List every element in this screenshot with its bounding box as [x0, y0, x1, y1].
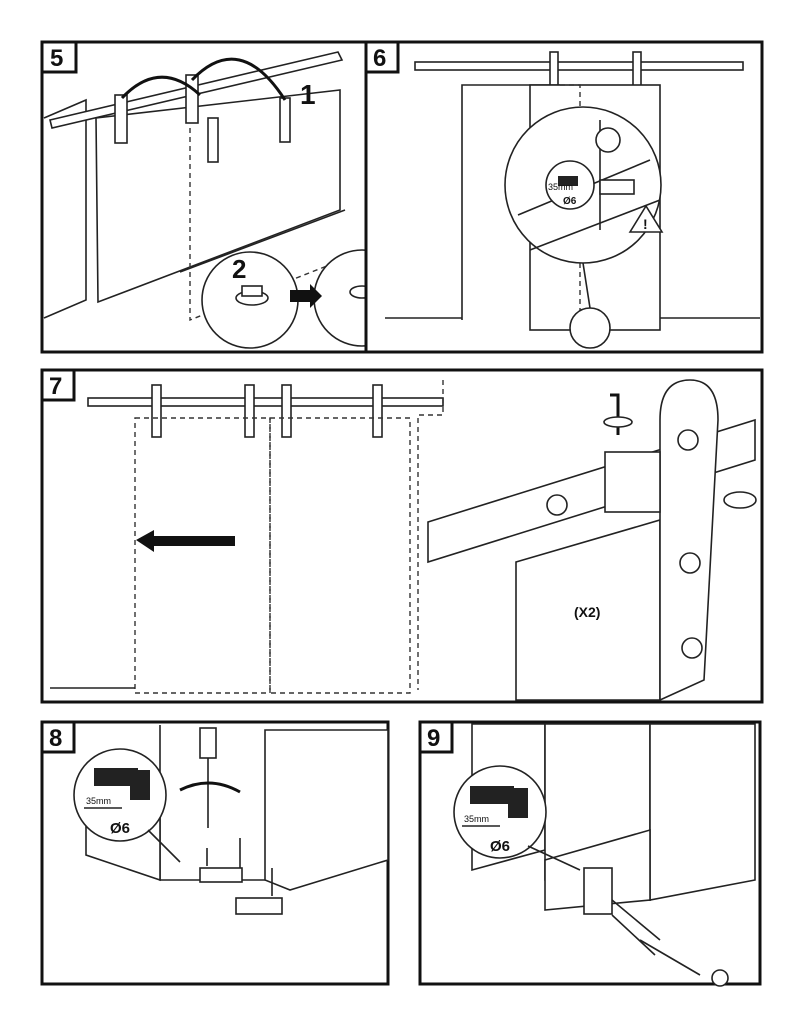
rail — [87, 397, 444, 407]
floor-guide — [583, 867, 613, 915]
warning-icon — [628, 204, 664, 233]
step-7-panel: 7 (X2) — [40, 368, 764, 704]
anti-jump-block — [604, 451, 661, 513]
hanger-strap — [659, 379, 719, 702]
hanger-1 — [114, 94, 128, 144]
step-7-number: 7 — [49, 373, 62, 400]
drill-diameter-label: Ø6 — [110, 820, 130, 837]
callout-1: 1 — [300, 79, 316, 110]
step-5-number: 5 — [50, 45, 63, 72]
step-5-panel: 5 1 2 — [40, 40, 411, 354]
slide-left-arrow — [136, 530, 235, 552]
step-8-number: 8 — [49, 725, 62, 752]
drill-depth-label: 35mm — [548, 182, 573, 192]
right-arrow — [290, 284, 322, 308]
hanger-2 — [185, 74, 199, 124]
wall — [264, 729, 389, 891]
door — [95, 89, 341, 304]
quantity-label: (X2) — [574, 604, 600, 620]
lift-arrow-2 — [190, 57, 287, 101]
step-8-panel: 8 35mm Ø6 — [40, 720, 390, 986]
callout-2: 2 — [232, 254, 246, 284]
door-left — [134, 417, 271, 694]
drill-diameter-label: Ø6 — [563, 196, 577, 207]
rail — [414, 61, 744, 71]
step-9-panel: 9 35mm Ø6 — [418, 720, 762, 987]
svg-text:!: ! — [643, 216, 648, 232]
floor-guide-2 — [235, 897, 283, 915]
step-6-panel: 6 35mm Ø6 ! — [364, 40, 764, 354]
floor-guide-1 — [199, 867, 243, 883]
drill-depth-label: 35mm — [464, 814, 489, 824]
rotate-arrow — [179, 781, 241, 794]
floor-guide-detail — [569, 307, 611, 349]
drill-depth-label: 35mm — [86, 796, 111, 806]
lift-arrow-1 — [120, 75, 202, 100]
drill-diameter-label: Ø6 — [490, 838, 510, 855]
step-9-number: 9 — [427, 725, 440, 752]
step-6-number: 6 — [373, 45, 386, 72]
